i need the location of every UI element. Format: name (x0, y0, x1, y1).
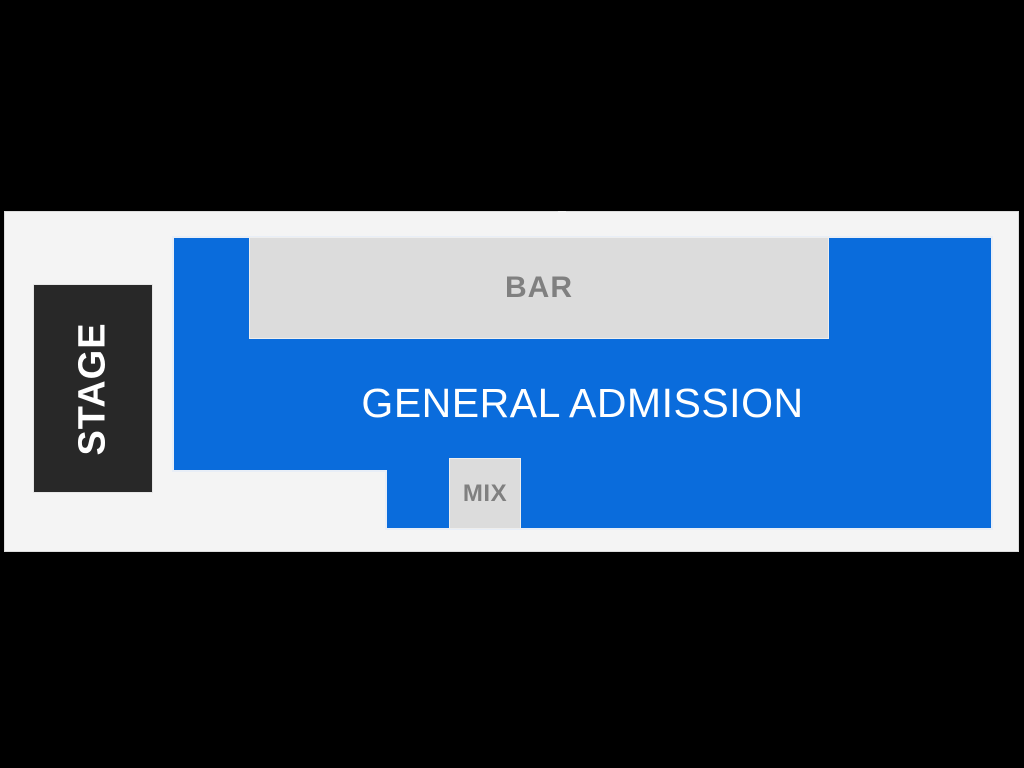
panel-top-notch (558, 211, 566, 213)
bar-block[interactable]: BAR (249, 237, 829, 339)
general-admission-label: GENERAL ADMISSION (361, 380, 804, 426)
venue-floorplan-panel: GENERAL ADMISSION STAGE BAR MIX (4, 211, 1019, 552)
bar-label: BAR (505, 271, 573, 304)
stage-block[interactable]: STAGE (33, 284, 153, 493)
mix-block[interactable]: MIX (449, 458, 521, 529)
mix-label: MIX (462, 479, 508, 507)
stage-label: STAGE (72, 321, 114, 456)
